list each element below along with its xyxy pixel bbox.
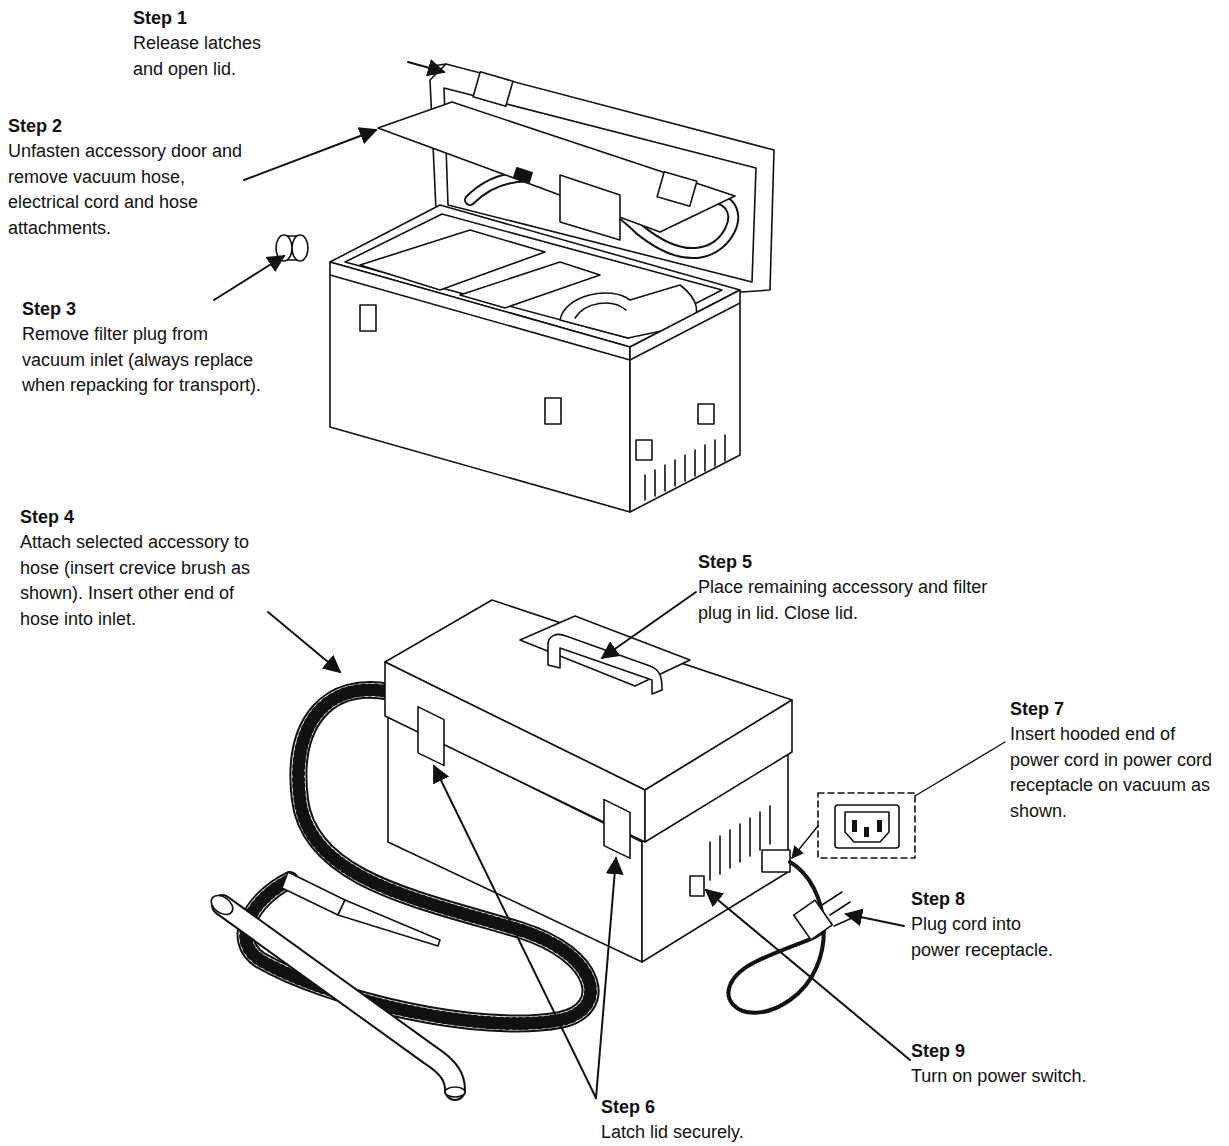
- plug-body: [794, 900, 833, 939]
- leader-arrow: [846, 914, 904, 926]
- leader-arrow: [792, 826, 818, 858]
- cord-hood: [762, 850, 790, 872]
- step-instruction: Place remaining accessory and filter plu…: [698, 575, 998, 626]
- lid-latch: [604, 800, 630, 859]
- leader-arrow: [434, 766, 596, 1098]
- extension-wand: [208, 891, 465, 1097]
- rim-line: [330, 275, 630, 360]
- step-instruction: Turn on power switch.: [911, 1064, 1151, 1090]
- lid-latch: [657, 172, 697, 206]
- step-number: Step 1: [133, 6, 253, 32]
- step-instruction: Attach selected accessory to hose (inser…: [20, 530, 276, 632]
- base-front: [330, 262, 630, 512]
- crevice-brush: [282, 872, 345, 915]
- leader-arrow: [244, 130, 376, 180]
- base-latch-catch: [360, 305, 376, 331]
- plug-prong: [830, 902, 850, 915]
- base-latch-catch: [545, 398, 561, 424]
- receptacle-inset: [818, 793, 915, 858]
- carry-handle: [548, 634, 662, 694]
- step-instruction: Release latches and open lid.: [133, 31, 293, 82]
- step-number: Step 4: [20, 505, 140, 531]
- step-instruction: Unfasten accessory door and remove vacuu…: [8, 139, 248, 241]
- power-cord: [729, 862, 852, 1013]
- door-fastener: [514, 168, 532, 182]
- step-instruction: Latch lid securely.: [601, 1120, 831, 1146]
- leader-arrow: [596, 858, 616, 1098]
- crevice-tool: [338, 900, 440, 946]
- open-base: [330, 205, 740, 512]
- power-switch: [636, 440, 652, 460]
- step-number: Step 6: [601, 1095, 721, 1121]
- leader-line: [915, 742, 1005, 796]
- step-instruction: Remove filter plug from vacuum inlet (al…: [22, 322, 274, 399]
- step-number: Step 7: [1010, 697, 1130, 723]
- leader-arrow: [214, 256, 284, 300]
- power-switch: [690, 876, 704, 896]
- vents: [645, 435, 725, 500]
- lid-latch: [473, 72, 513, 106]
- lid-edge: [432, 64, 446, 66]
- vents: [710, 806, 770, 880]
- leader-arrow: [268, 612, 340, 672]
- step-number: Step 3: [22, 297, 142, 323]
- base-side: [630, 290, 740, 512]
- lid-latch: [418, 707, 444, 766]
- filter-arc: [575, 303, 626, 318]
- step-number: Step 5: [698, 550, 818, 576]
- plug-prong: [822, 892, 842, 905]
- step-number: Step 8: [911, 887, 1031, 913]
- power-receptacle: [698, 404, 714, 424]
- step-number: Step 9: [911, 1039, 1031, 1065]
- plug-prong: [834, 918, 852, 926]
- step-instruction: Plug cord into power receptacle.: [911, 912, 1061, 963]
- leader-arrow: [408, 62, 444, 72]
- step-instruction: Insert hooded end of power cord in power…: [1010, 722, 1225, 824]
- leader-arrow: [602, 592, 696, 658]
- step-number: Step 2: [8, 114, 128, 140]
- door-label: [560, 175, 620, 240]
- rim-line: [630, 303, 740, 360]
- closed-case: [385, 600, 792, 962]
- leader-arrow: [706, 890, 910, 1060]
